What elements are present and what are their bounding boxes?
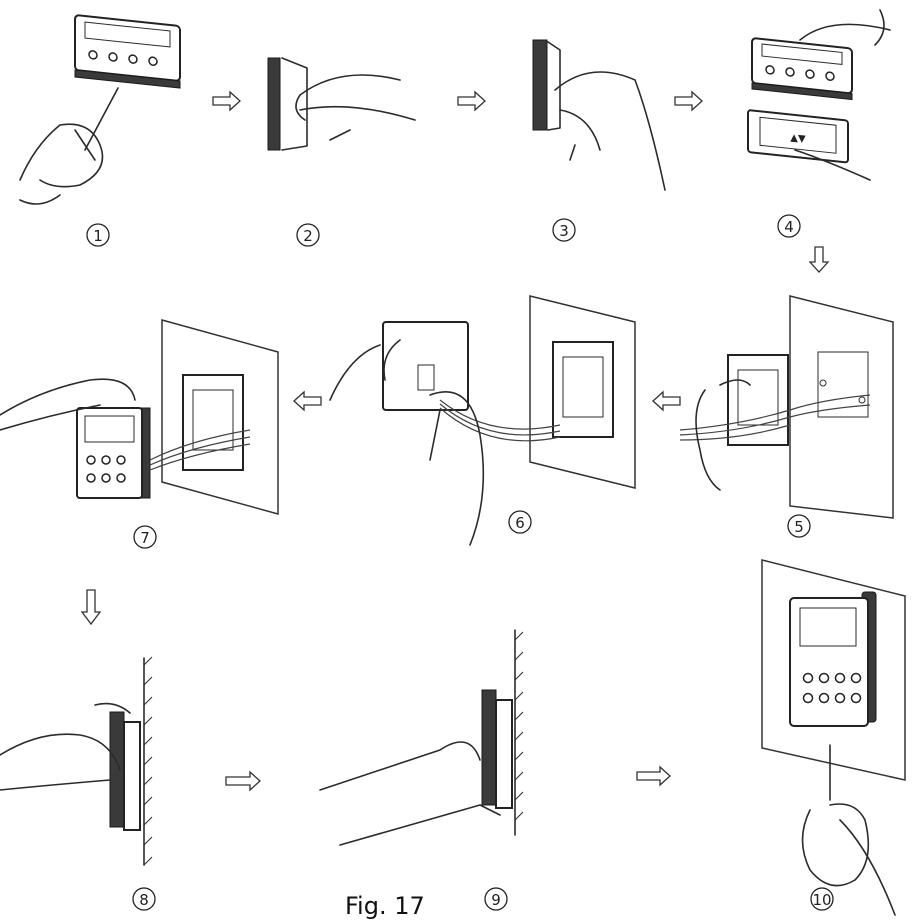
arrow-right-icon — [225, 770, 261, 792]
svg-text:3: 3 — [559, 222, 569, 240]
step-5-illustration — [679, 295, 894, 519]
step-4-illustration: ▲▼ — [747, 9, 891, 181]
step-8-illustration — [0, 656, 153, 866]
step-6-illustration — [329, 295, 636, 546]
wall-panel — [789, 295, 894, 519]
figure-caption: Fig. 17 — [345, 892, 425, 920]
svg-text:7: 7 — [140, 529, 150, 547]
svg-text:6: 6 — [515, 514, 525, 532]
step-1-illustration — [19, 14, 181, 205]
arrow-left-icon — [652, 390, 681, 412]
svg-text:1: 1 — [93, 227, 103, 245]
arrow-down-icon — [80, 589, 102, 626]
arrow-left-icon — [293, 390, 322, 412]
svg-text:4: 4 — [784, 218, 794, 236]
arrow-right-icon — [457, 90, 486, 112]
arrow-right-icon — [674, 90, 703, 112]
svg-text:10: 10 — [812, 891, 831, 909]
step-number-4: 4 — [777, 214, 801, 238]
step-number-2: 2 — [296, 223, 320, 247]
svg-text:▲▼: ▲▼ — [790, 132, 806, 145]
step-number-10: 10 — [810, 887, 834, 911]
step-number-3: 3 — [552, 218, 576, 242]
flow-arrows — [80, 90, 830, 792]
screwdriver-icon — [84, 87, 119, 151]
svg-text:5: 5 — [794, 518, 804, 536]
step-labels: 1 2 3 4 5 6 7 8 9 10 — [86, 214, 834, 911]
svg-text:9: 9 — [491, 891, 501, 909]
step-number-5: 5 — [787, 514, 811, 538]
step-9-illustration — [319, 629, 524, 846]
step-number-8: 8 — [132, 887, 156, 911]
svg-text:2: 2 — [303, 227, 313, 245]
svg-text:8: 8 — [139, 891, 149, 909]
step-2-illustration — [267, 57, 416, 151]
step-3-illustration — [532, 39, 666, 191]
step-number-6: 6 — [508, 510, 532, 534]
arrow-right-icon — [212, 90, 241, 112]
step-number-1: 1 — [86, 223, 110, 247]
step-number-9: 9 — [484, 887, 508, 911]
step-number-7: 7 — [133, 525, 157, 549]
step-7-illustration — [0, 319, 279, 515]
arrow-down-icon — [808, 246, 830, 273]
step-10-illustration — [761, 559, 906, 916]
arrow-right-icon — [636, 765, 671, 787]
